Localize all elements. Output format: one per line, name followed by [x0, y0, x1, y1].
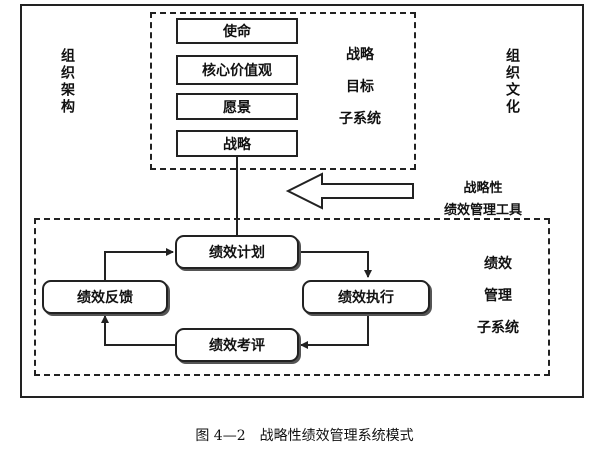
performance-subsystem-label: 绩效 管理 子系统 — [468, 253, 528, 337]
execution-to-review-arrow — [300, 314, 369, 349]
performance-review-box: 绩效考评 — [175, 328, 299, 362]
mission-box: 使命 — [176, 18, 298, 44]
tools-line-1: 战略性 — [463, 181, 503, 196]
strategy-box: 战略 — [176, 130, 298, 157]
vision-box: 愿景 — [176, 93, 298, 120]
performance-feedback-box: 绩效反馈 — [42, 280, 168, 314]
plan-to-execution-arrow — [299, 251, 372, 278]
strategic-tools-label: 战略性 绩效管理工具 — [427, 177, 539, 218]
performance-subsystem-group — [34, 218, 550, 376]
perf-subsystem-line-1: 绩效 — [484, 256, 512, 272]
strategy-subsystem-line-3: 子系统 — [339, 111, 381, 127]
tools-line-2: 绩效管理工具 — [443, 203, 522, 218]
performance-plan-box: 绩效计划 — [175, 235, 299, 269]
outer-frame — [20, 4, 584, 398]
strategy-subsystem-label: 战略 目标 子系统 — [330, 44, 390, 128]
core-values-box: 核心价值观 — [176, 55, 298, 85]
figure-caption: 图 4—2 战略性绩效管理系统模式 — [195, 428, 414, 444]
perf-subsystem-line-3: 子系统 — [477, 320, 519, 336]
performance-execution-box: 绩效执行 — [302, 280, 430, 314]
tools-arrow-icon — [285, 172, 414, 210]
strategy-subsystem-line-1: 战略 — [346, 47, 374, 63]
org-structure-label: 组织架构 — [59, 48, 75, 116]
strategy-subsystem-group — [150, 12, 416, 170]
strategy-subsystem-line-2: 目标 — [346, 79, 374, 95]
org-culture-label: 组织文化 — [504, 48, 520, 116]
perf-subsystem-line-2: 管理 — [484, 288, 512, 304]
review-to-feedback-arrow — [101, 315, 175, 346]
feedback-to-plan-arrow — [104, 248, 174, 280]
